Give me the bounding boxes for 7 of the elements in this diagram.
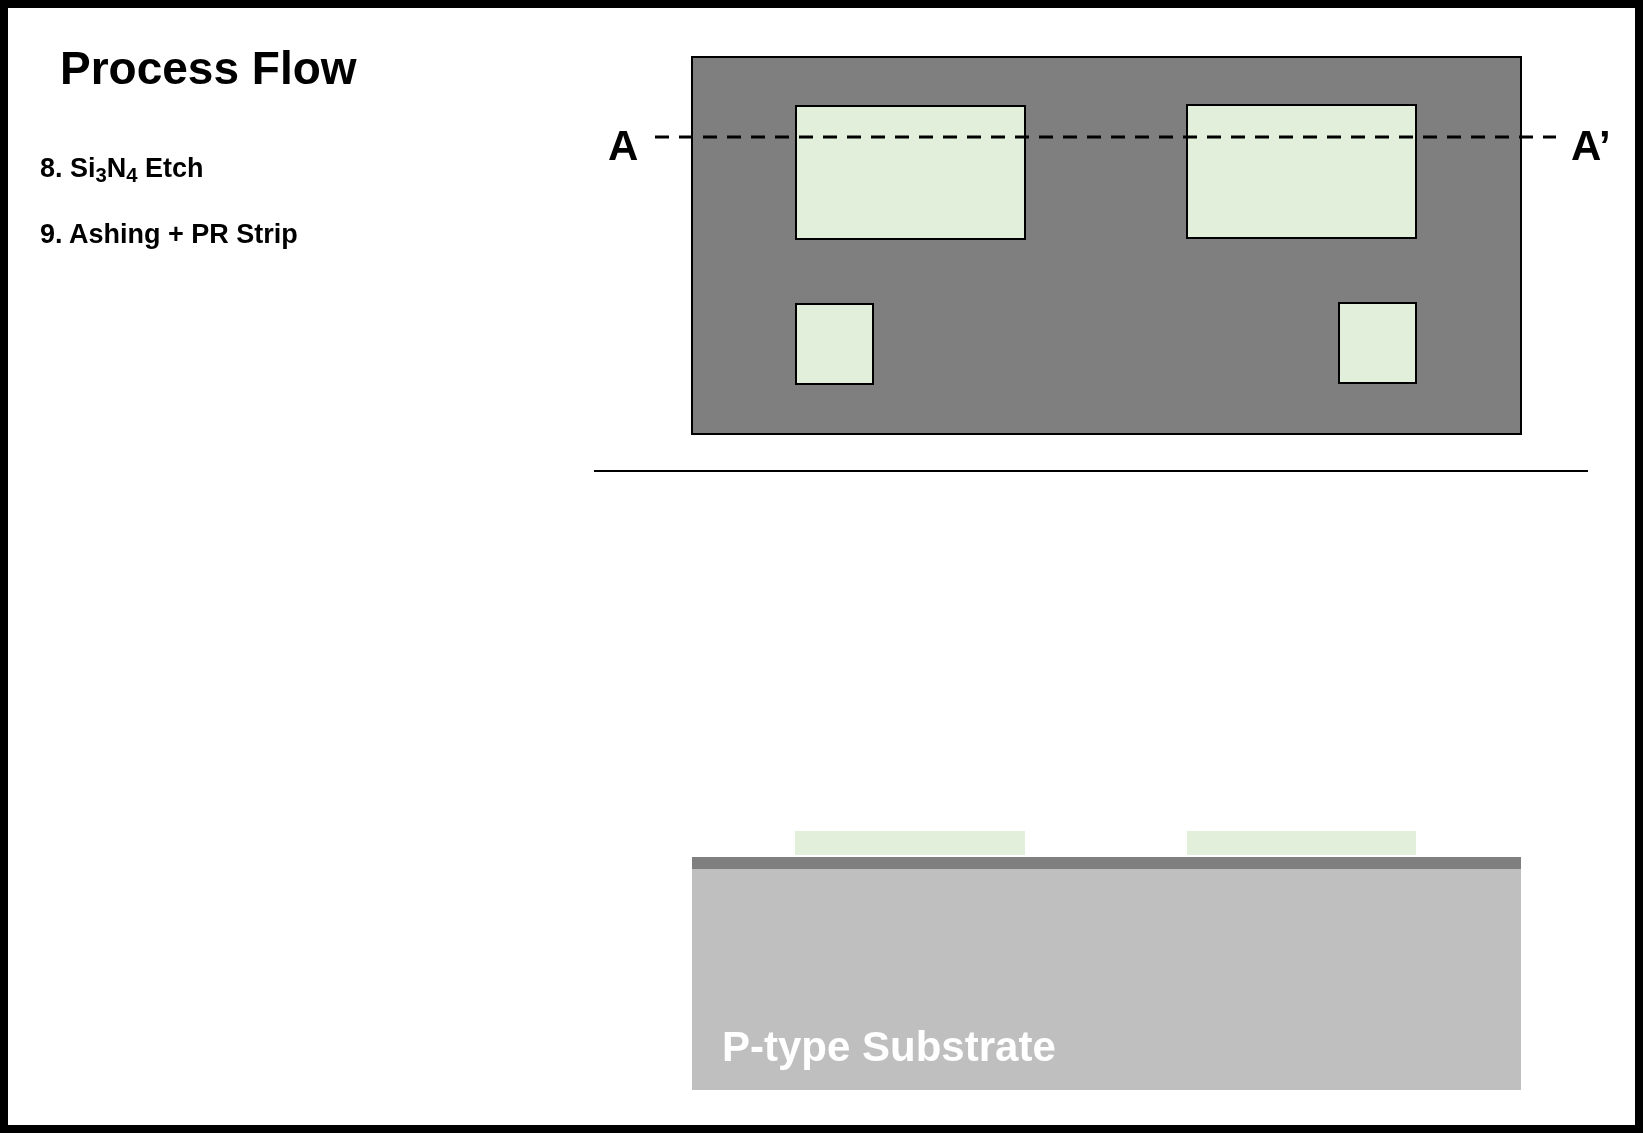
substrate-block <box>692 869 1521 1090</box>
section-label: A’ <box>1571 121 1611 171</box>
section-label: A <box>608 121 639 171</box>
process-step: 8. Si$_{3}$N$_{4}$ Etch <box>40 148 204 189</box>
title: Process Flow <box>60 41 357 96</box>
process-step: 9. Ashing + PR Strip <box>40 214 298 255</box>
substrate-label: P-type Substrate <box>722 1022 1056 1072</box>
